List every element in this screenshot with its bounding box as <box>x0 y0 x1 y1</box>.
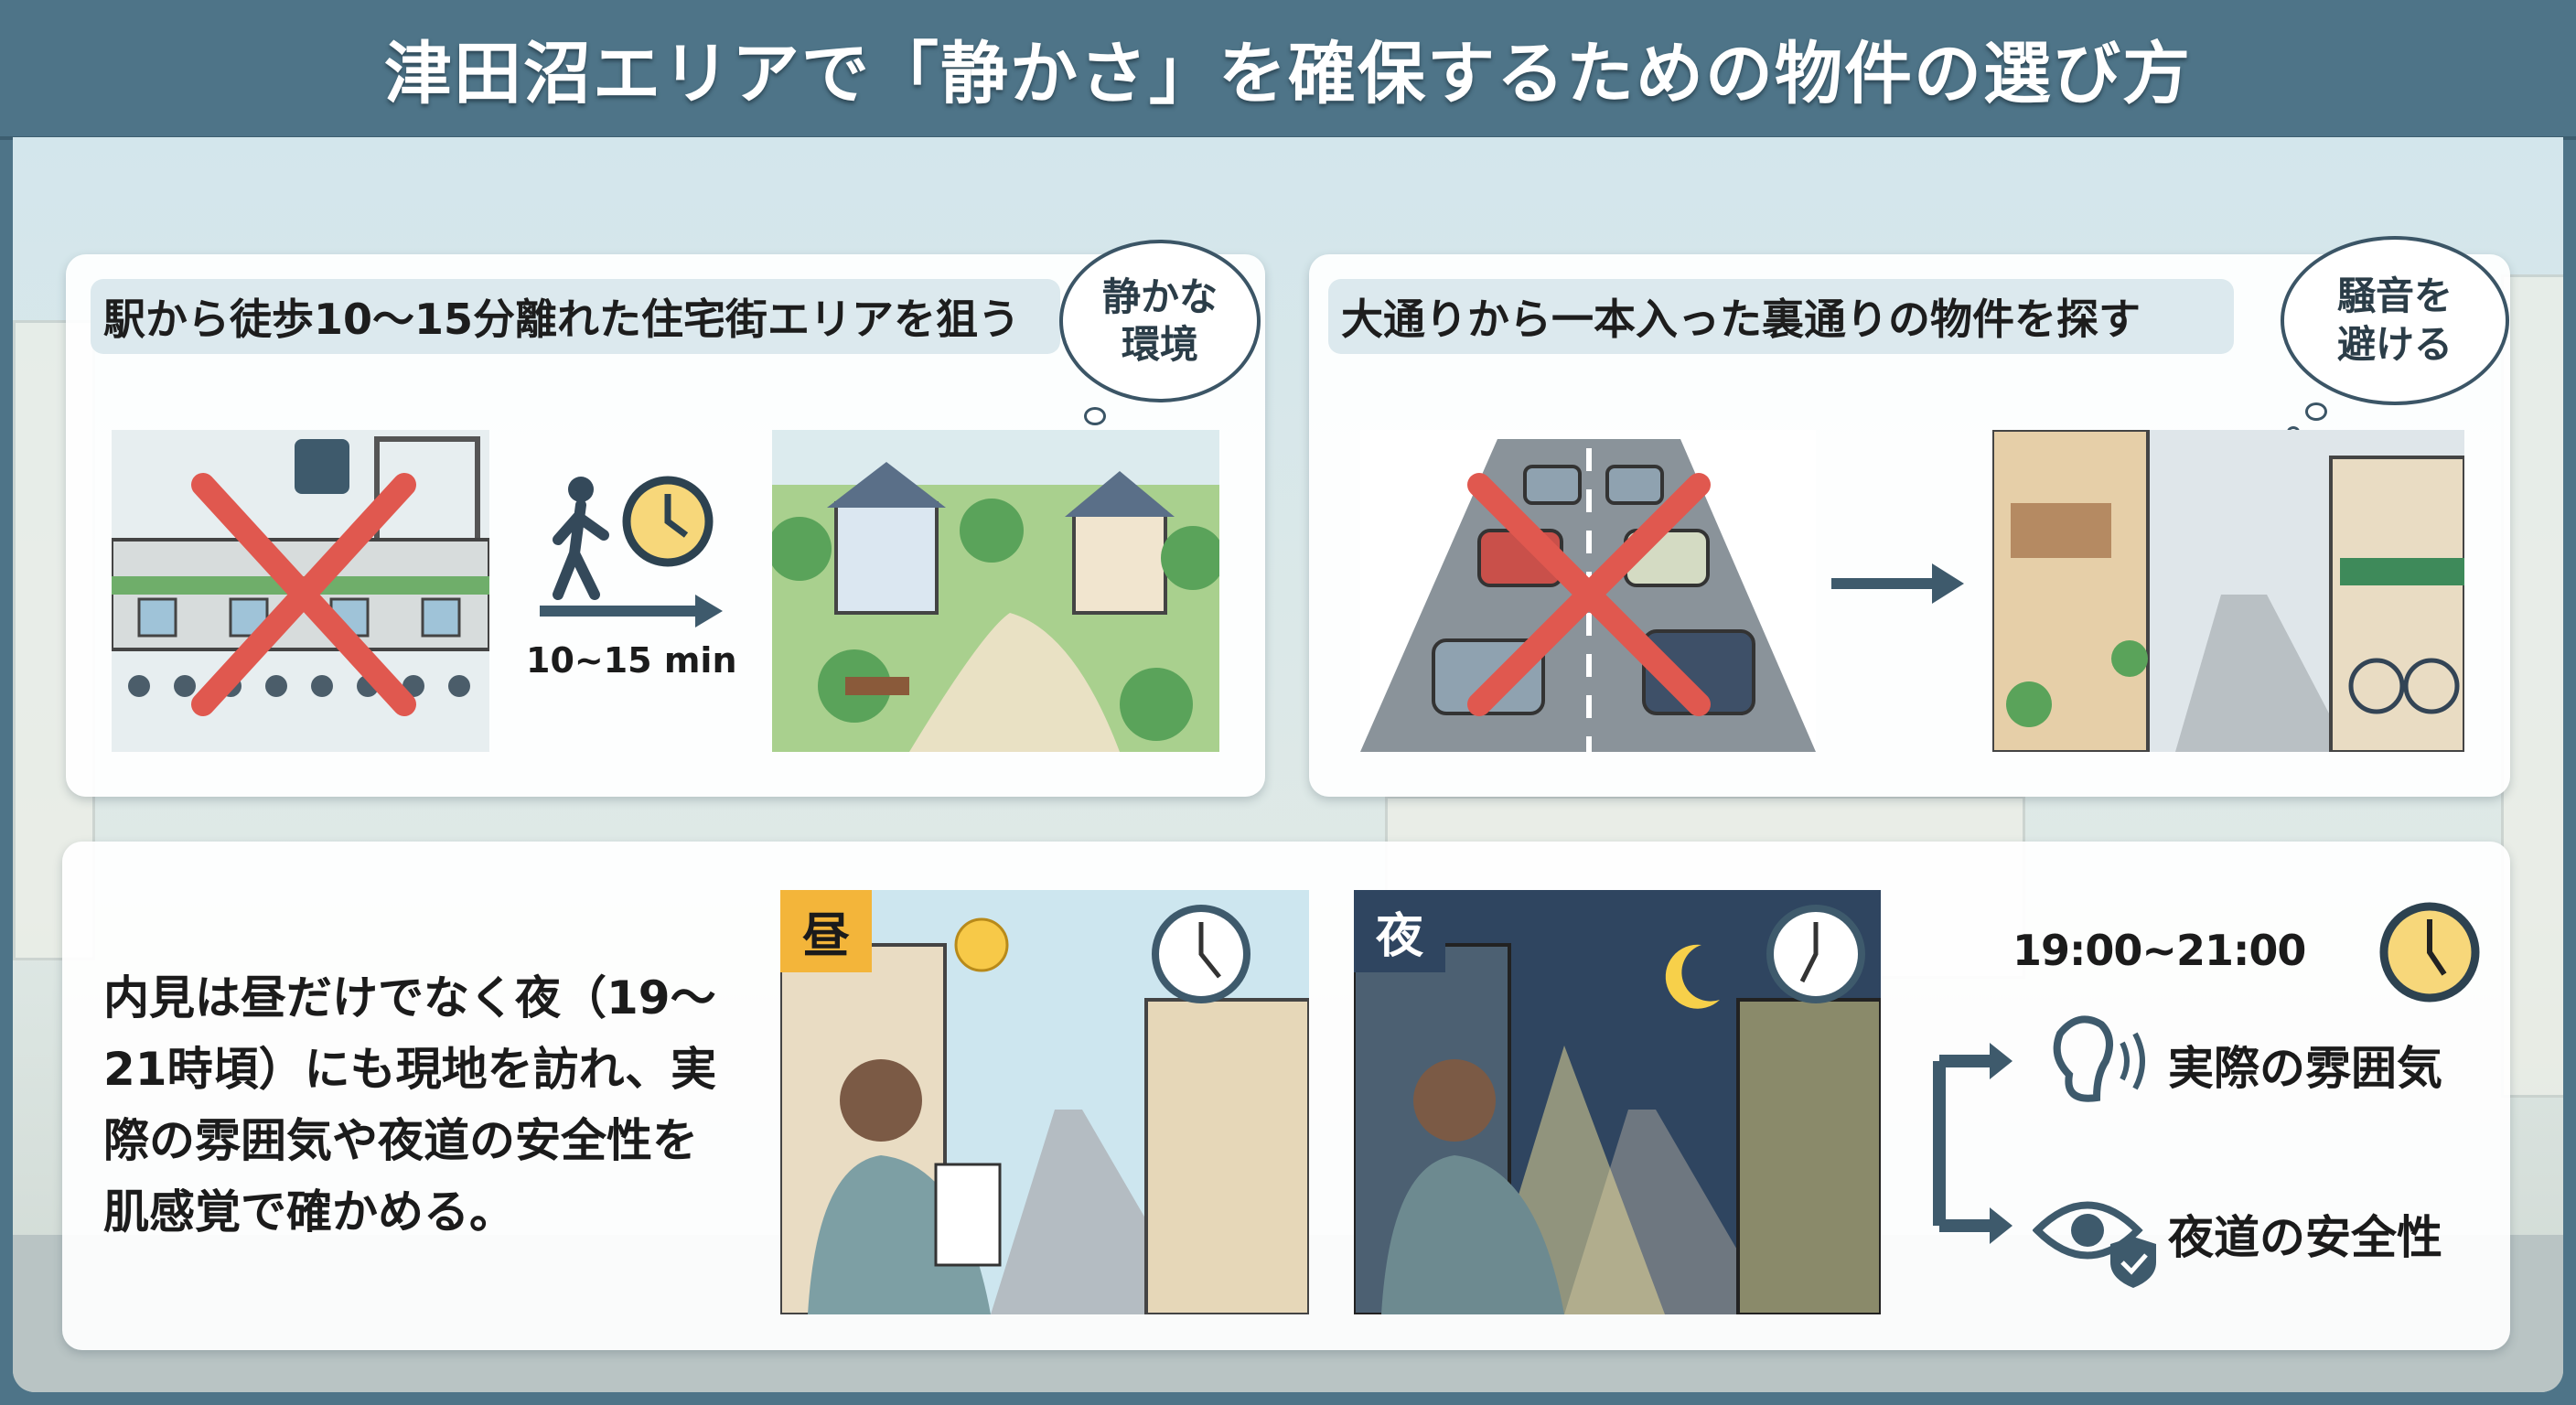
clock-icon <box>2379 902 2480 1003</box>
point-night-safety: 夜道の安全性 <box>2168 1211 2442 1264</box>
page-title: 津田沼エリアで「静かさ」を確保するための物件の選び方 <box>384 35 2192 113</box>
busy-road-crossed-icon <box>1360 430 1816 752</box>
bubble-line: 静かな <box>1101 273 1218 319</box>
night-viewing-description: 内見は昼だけでなく夜（19〜 21時頃）にも現地を訪れ、実 際の雰囲気や夜道の安… <box>103 962 762 1248</box>
description-line: 内見は昼だけでなく夜（19〜 <box>103 971 716 1024</box>
daytime-viewing-image <box>780 890 1309 1314</box>
time-range: 19:00~21:00 <box>2012 926 2306 975</box>
point-atmosphere: 実際の雰囲気 <box>2168 1042 2442 1095</box>
nighttime-viewing-image <box>1354 890 1881 1314</box>
walk-time-label: 10~15 min <box>526 640 737 681</box>
bubble-line: 騒音を <box>2336 273 2453 318</box>
arrow-right-icon <box>1831 563 1964 604</box>
back-street-image <box>1992 430 2464 752</box>
thought-bubble-noise: 騒音を避ける <box>2281 236 2509 405</box>
quiet-park-image <box>772 430 1219 752</box>
thought-bubble-quiet: 静かな環境 <box>1059 240 1261 402</box>
description-line: 際の雰囲気や夜道の安全性を <box>103 1114 698 1167</box>
bubble-dot <box>2305 402 2327 421</box>
station-crossed-icon <box>112 430 489 752</box>
ear-icon <box>2053 1015 2145 1102</box>
day-badge: 昼 <box>780 890 872 972</box>
header: 津田沼エリアで「静かさ」を確保するための物件の選び方 <box>0 0 2576 140</box>
bubble-line: 環境 <box>1121 322 1198 367</box>
bubble-line: 避ける <box>2336 321 2453 367</box>
night-badge: 夜 <box>1354 890 1445 972</box>
description-line: 肌感覚で確かめる。 <box>103 1185 515 1239</box>
section2-label: 大通りから一本入った裏通りの物件を探す <box>1328 279 2234 354</box>
bracket-arrow-icon <box>1933 1043 2012 1244</box>
section1-label: 駅から徒歩10〜15分離れた住宅街エリアを狙う <box>91 279 1060 354</box>
bubble-dot <box>1084 407 1106 425</box>
description-line: 21時頃）にも現地を訪れ、実 <box>103 1043 717 1096</box>
eye-shield-icon <box>2033 1201 2156 1288</box>
walking-person-clock-icon <box>540 476 723 627</box>
